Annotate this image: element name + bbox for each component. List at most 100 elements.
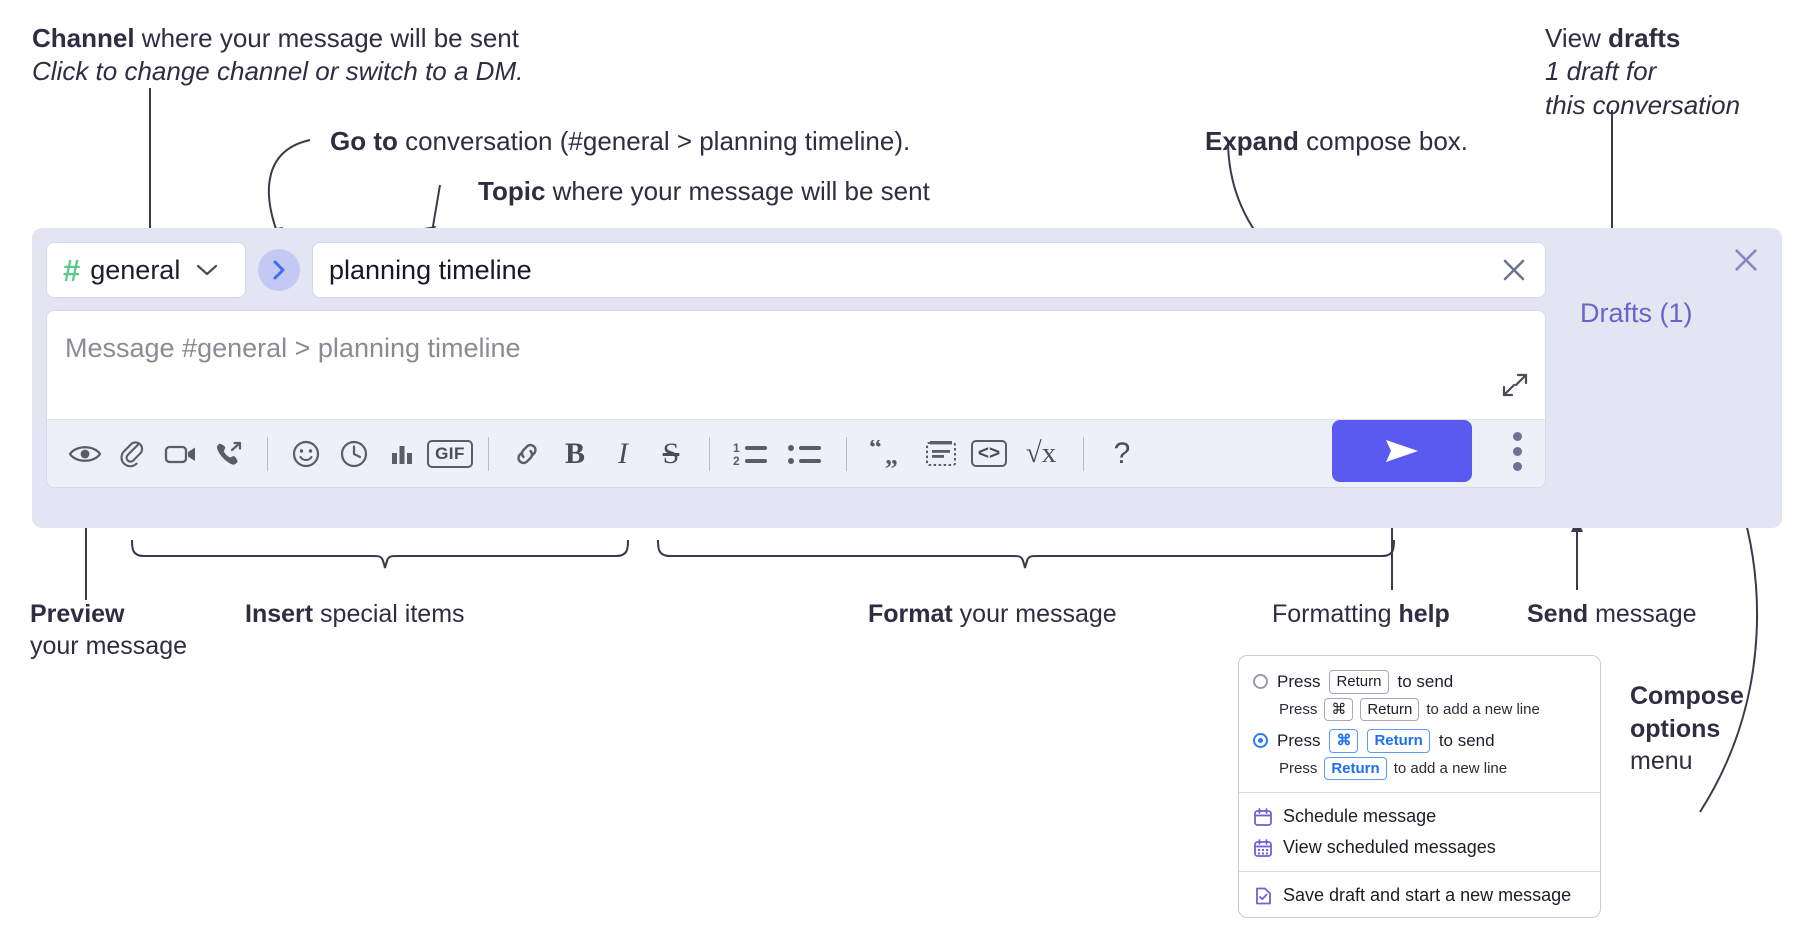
option1-sub-key-cmd: ⌘ [1324, 697, 1354, 721]
svg-text:„: „ [885, 441, 898, 468]
blockquote-icon[interactable]: “ „ [861, 430, 917, 478]
option2-key-cmd: ⌘ [1329, 729, 1359, 753]
annotation-channel-italic: Click to change channel or switch to a D… [32, 56, 524, 87]
menu-item-label: View scheduled messages [1283, 837, 1496, 857]
goto-conversation-button[interactable] [258, 249, 300, 291]
annotation-preview-bold: Preview [30, 600, 125, 628]
menu-item-view-scheduled-messages[interactable]: View scheduled messages [1239, 832, 1600, 863]
preview-icon[interactable] [61, 430, 109, 478]
drafts-link[interactable]: Drafts (1) [1580, 298, 1693, 328]
menu-option-cmd-return-to-send[interactable]: Press ⌘ Return to send Press Return to a… [1239, 725, 1600, 784]
option2-key-return: Return [1367, 729, 1430, 753]
annotation-goto-bold: Go to [330, 126, 398, 156]
menu-item-save-draft[interactable]: Save draft and start a new message [1239, 880, 1600, 911]
close-icon[interactable] [1501, 257, 1527, 283]
channel-name: general [90, 254, 181, 285]
send-button[interactable] [1332, 420, 1472, 482]
menu-item-schedule-message[interactable]: Schedule message [1239, 801, 1600, 832]
menu-item-label: Schedule message [1283, 806, 1437, 826]
topic-value: planning timeline [329, 254, 532, 285]
close-icon[interactable] [1732, 246, 1760, 274]
radio-return-to-send[interactable] [1253, 674, 1268, 690]
toolbar-divider [846, 436, 847, 471]
svg-text:1: 1 [733, 441, 740, 455]
code-block-icon[interactable] [917, 430, 965, 478]
option1-tail: to send [1397, 671, 1454, 691]
option2-sub-press: Press [1279, 759, 1318, 777]
expand-icon[interactable] [1501, 371, 1529, 399]
annotation-drafts-lead: View [1545, 23, 1609, 53]
calendar-icon [1254, 807, 1272, 826]
annotation-format-bold: Format [868, 600, 953, 628]
chevron-down-icon [197, 264, 218, 276]
inline-code-icon[interactable]: <> [965, 430, 1013, 478]
italic-icon[interactable]: I [599, 430, 647, 478]
annotation-insert-bold: Insert [245, 600, 314, 628]
toolbar-divider [267, 436, 268, 471]
math-icon[interactable]: √x [1013, 430, 1069, 478]
compose-options-button[interactable] [1505, 426, 1529, 476]
annotation-channel-bold: Channel [32, 23, 135, 53]
annotation-insert-rest: special items [313, 600, 465, 628]
math-label: √x [1025, 437, 1057, 469]
menu-divider [1239, 792, 1600, 793]
compose-panel: # general planning timeline [32, 228, 1782, 528]
option2-tail: to send [1438, 730, 1495, 750]
option1-key-return: Return [1329, 670, 1389, 694]
annotation-send-rest: message [1588, 600, 1697, 628]
bold-icon[interactable]: B [551, 430, 599, 478]
clock-icon[interactable] [330, 430, 378, 478]
poll-icon[interactable] [378, 430, 426, 478]
help-icon[interactable]: ? [1098, 430, 1146, 478]
annotation-insert: Insert special items [245, 598, 465, 630]
calendar-grid-icon [1254, 838, 1272, 857]
message-placeholder: Message #general > planning timeline [65, 333, 521, 363]
strikethrough-icon[interactable]: S [647, 430, 695, 478]
option2-sub-key-return: Return [1324, 756, 1387, 780]
channel-selector[interactable]: # general [46, 242, 246, 298]
audio-call-icon[interactable] [205, 430, 253, 478]
bulleted-list-icon[interactable] [778, 430, 832, 478]
menu-divider [1239, 871, 1600, 872]
annotation-compose-options-bold1: Compose [1630, 682, 1744, 710]
svg-text:“: “ [869, 440, 882, 462]
menu-item-label: Save draft and start a new message [1283, 885, 1572, 905]
save-draft-icon [1256, 887, 1271, 904]
send-icon [1386, 440, 1418, 462]
annotation-drafts-italic2: this conversation [1545, 89, 1741, 120]
radio-cmd-return-to-send[interactable] [1253, 733, 1268, 749]
bold-label: B [564, 436, 585, 470]
annotation-format-rest: your message [952, 600, 1117, 628]
menu-option-return-to-send[interactable]: Press Return to send Press ⌘ Return to a… [1239, 666, 1600, 725]
annotation-drafts-italic1: 1 draft for [1545, 56, 1657, 87]
annotation-drafts-bold: drafts [1608, 23, 1681, 53]
video-icon[interactable] [157, 430, 205, 478]
ordered-list-icon[interactable]: 1 2 [724, 430, 778, 478]
link-icon[interactable] [503, 430, 551, 478]
annotation-send: Send message [1527, 598, 1697, 630]
annotation-preview-rest: your message [30, 632, 188, 660]
annotation-help-lead: Formatting [1272, 600, 1399, 628]
gif-icon[interactable]: GIF [426, 430, 474, 478]
annotation-channel-rest: where your message will be sent [134, 23, 519, 53]
attachment-icon[interactable] [109, 430, 157, 478]
toolbar-divider [709, 436, 710, 471]
annotation-expand-bold: Expand [1205, 126, 1299, 156]
formatting-toolbar: GIF B I [47, 419, 1545, 487]
chevron-right-icon [273, 260, 285, 280]
annotation-format: Format your message [868, 598, 1117, 630]
message-input[interactable]: Message #general > planning timeline [46, 310, 1546, 488]
annotation-topic: Topic where your message will be sent [478, 175, 930, 208]
annotation-send-bold: Send [1527, 600, 1589, 628]
svg-text:2: 2 [733, 454, 740, 468]
annotation-expand: Expand compose box. [1205, 125, 1468, 158]
compose-header-row: # general planning timeline [46, 242, 1546, 298]
topic-input[interactable]: planning timeline [312, 242, 1546, 298]
compose-options-menu: Press Return to send Press ⌘ Return to a… [1238, 655, 1601, 918]
help-label: ? [1113, 436, 1131, 470]
toolbar-divider [488, 436, 489, 471]
toolbar-divider [1083, 436, 1084, 471]
inline-code-label: <> [970, 439, 1008, 468]
emoji-icon[interactable] [282, 430, 330, 478]
